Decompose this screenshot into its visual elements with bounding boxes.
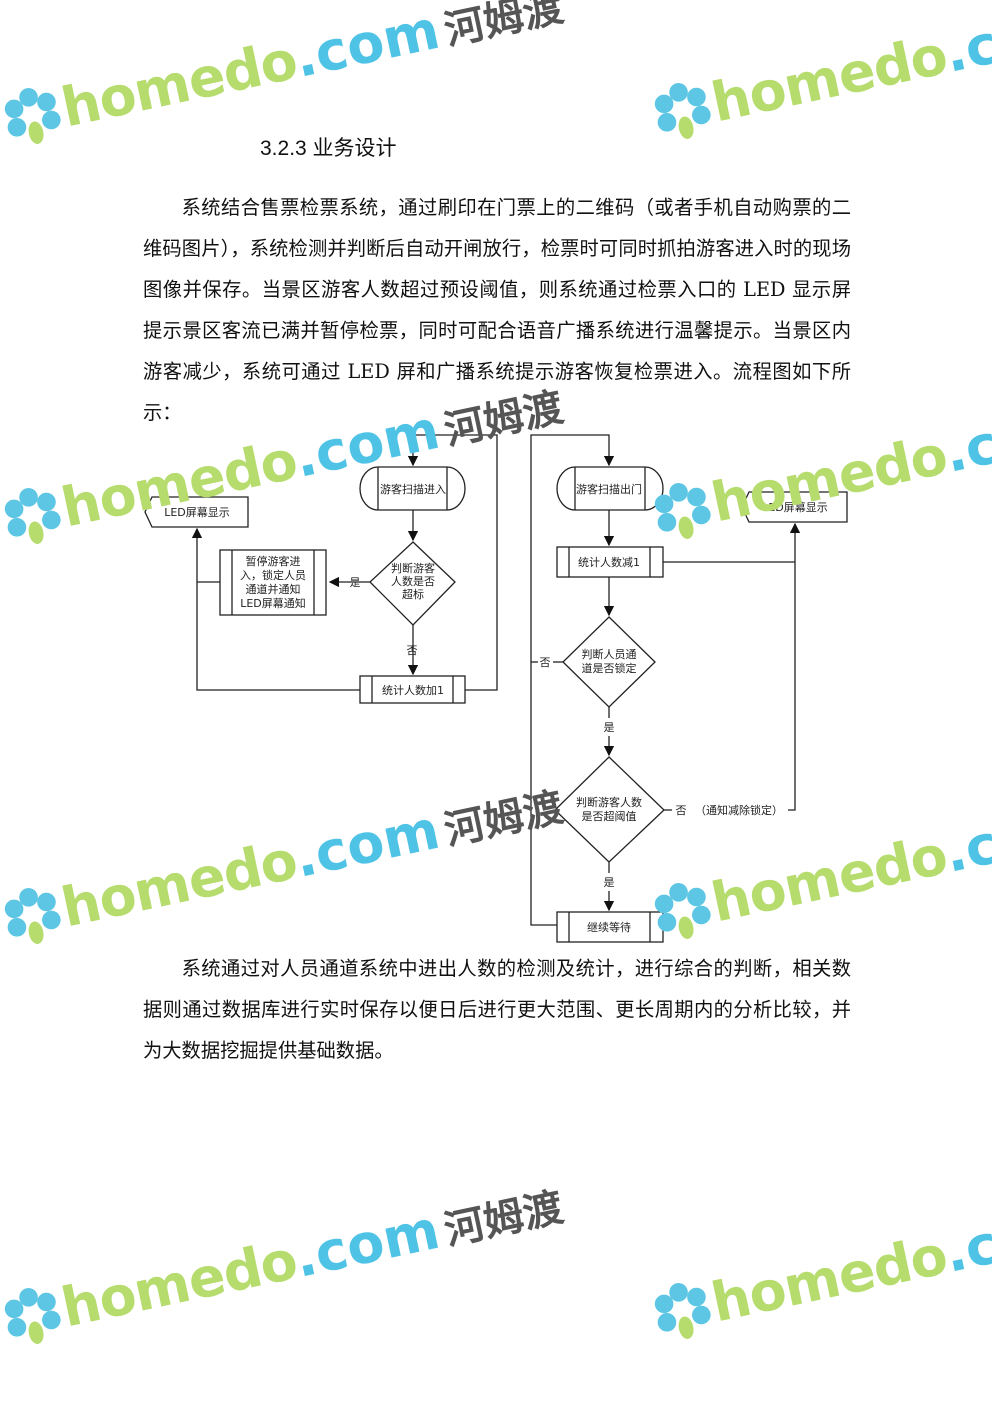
entry-led-label: LED屏幕显示 [164, 505, 230, 519]
entry-decision [369, 541, 456, 626]
exit-count-process [556, 546, 664, 578]
entry-pause-line2: 入，锁定人员 [240, 568, 306, 582]
entry-pause-process [219, 549, 327, 616]
exit-yes2-label: 是 [604, 876, 615, 889]
entry-pause-line1: 暂停游客进 [246, 554, 301, 568]
entry-start-label: 游客扫描进入 [380, 482, 446, 496]
paragraph-intro: 系统结合售票检票系统，通过刷印在门票上的二维码（或者手机自动购票的二维码图片），… [143, 196, 851, 424]
exit-decision-locked [562, 616, 656, 708]
entry-count-process [359, 675, 466, 704]
section-heading: 3.2.3 业务设计 [260, 137, 397, 160]
exit-led-display [741, 491, 848, 523]
entry-pause-line3: 通道并通知 [246, 582, 301, 596]
exit-count-label: 统计人数减1 [578, 556, 640, 569]
entry-decision-line2: 人数是否 [391, 575, 435, 588]
entry-no-label: 否 [407, 644, 418, 657]
entry-count-label: 统计人数加1 [382, 684, 444, 697]
entry-flow-lines [191, 434, 498, 691]
exit-yes1-label: 是 [604, 721, 615, 734]
entry-led-display [144, 496, 249, 528]
exit-decision-threshold [554, 756, 665, 863]
entry-yes-label: 是 [350, 576, 361, 589]
entry-pause-line4: LED屏幕通知 [240, 596, 306, 610]
exit-led-label: LED屏幕显示 [762, 500, 828, 514]
exit-decision1-line2: 道是否锁定 [582, 661, 637, 675]
exit-no2-label: 否 [676, 804, 687, 817]
exit-wait-label: 继续等待 [587, 920, 631, 934]
exit-decision2-line1: 判断游客人数 [576, 795, 642, 809]
exit-no2-note: （通知减除锁定） [695, 803, 783, 817]
entry-decision-line1: 判断游客 [391, 561, 435, 575]
paragraph-summary: 系统通过对人员通道系统中进出人数的检测及统计，进行综合的判断，相关数据则通过数据… [143, 957, 851, 1062]
exit-decision1-line1: 判断人员通 [582, 647, 637, 661]
exit-no1-label: 否 [540, 656, 551, 669]
exit-decision2-line2: 是否超阈值 [582, 809, 637, 823]
entry-decision-line3: 超标 [402, 587, 424, 601]
exit-start-label: 游客扫描出门 [576, 482, 642, 496]
exit-flow-lines [530, 434, 801, 926]
